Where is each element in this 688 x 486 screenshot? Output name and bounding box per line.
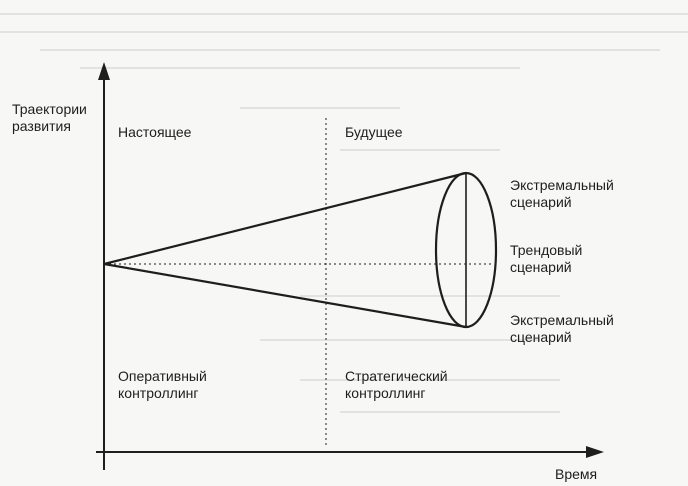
upper-scenario-line xyxy=(103,171,467,266)
x-axis-arrow xyxy=(586,446,604,458)
region-operational-label: Оперативный контроллинг xyxy=(118,368,207,401)
scenario-middle-label: Трендовый сценарий xyxy=(510,242,583,275)
y-axis-label: Траектории развития xyxy=(12,101,87,134)
y-axis-arrow xyxy=(98,62,110,80)
scan-background-lines xyxy=(0,13,688,413)
x-axis-label: Время xyxy=(555,466,598,482)
scenario-upper-label: Экстремальный сценарий xyxy=(510,177,614,210)
scenario-lower-label: Экстремальный сценарий xyxy=(510,312,614,345)
lower-scenario-line xyxy=(103,262,467,329)
region-present-label: Настоящее xyxy=(118,124,192,140)
region-strategic-label: Стратегический контроллинг xyxy=(345,368,448,401)
region-future-label: Будущее xyxy=(345,124,403,140)
